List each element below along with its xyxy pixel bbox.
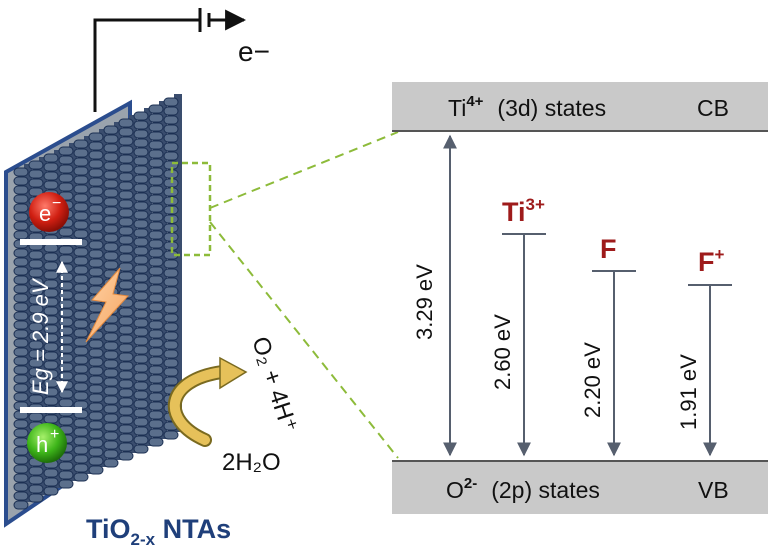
lightning-bolt-icon xyxy=(85,267,130,343)
svg-text:+: + xyxy=(50,426,59,443)
level-f-name: F xyxy=(600,234,617,264)
nanotube-column xyxy=(133,108,152,454)
main-gap-label: 3.29 eV xyxy=(412,264,437,340)
material-label: TiO2-x NTAs xyxy=(86,514,231,549)
vb-tag: VB xyxy=(698,477,729,503)
zoom-line-top xyxy=(209,131,399,209)
nanotube-column xyxy=(118,115,137,461)
level-fplus-energy: 1.91 eV xyxy=(676,354,701,430)
valence-band xyxy=(392,460,768,514)
level-f-energy: 2.20 eV xyxy=(580,342,605,418)
reaction-product: O₂ + 4H⁺ xyxy=(246,334,302,436)
svg-text:e: e xyxy=(39,201,51,226)
svg-text:−: − xyxy=(52,195,61,212)
electron-flow-label: e− xyxy=(238,36,270,67)
nanotube-column xyxy=(103,122,122,468)
conduction-band xyxy=(392,82,768,132)
reaction-reactant: 2H₂O xyxy=(222,449,281,476)
zoom-line-bottom xyxy=(209,221,399,459)
electrode-illustration: e− Eg = 2.9 eV e − h + xyxy=(3,8,399,549)
cb-label: Ti4+(3d) states xyxy=(448,93,606,121)
circuit-wire xyxy=(93,8,247,112)
level-ti3-name: Ti3+ xyxy=(502,195,545,227)
nanotube-column xyxy=(148,101,167,447)
svg-text:h: h xyxy=(36,432,48,457)
nanotube-column xyxy=(13,164,32,510)
energy-level-diagram: Ti4+(3d) states CB O2-(2p) states VB 3.2… xyxy=(392,82,768,514)
electron-ball-icon: e − xyxy=(29,192,69,232)
nanotube-column xyxy=(73,136,92,482)
highlight-box xyxy=(170,161,212,257)
level-f: F 2.20 eV xyxy=(580,234,636,457)
gap-label: Eg = 2.9 eV xyxy=(28,277,53,395)
curved-arrow-icon xyxy=(169,367,227,445)
cb-tag: CB xyxy=(697,95,729,121)
hole-ball-icon: h + xyxy=(27,423,67,463)
vb-label: O2-(2p) states xyxy=(446,475,600,503)
level-fplus: F+ 1.91 eV xyxy=(676,245,732,457)
level-fplus-name: F+ xyxy=(698,245,725,277)
level-ti3: Ti3+ 2.60 eV xyxy=(490,195,546,457)
level-ti3-energy: 2.60 eV xyxy=(490,314,515,390)
